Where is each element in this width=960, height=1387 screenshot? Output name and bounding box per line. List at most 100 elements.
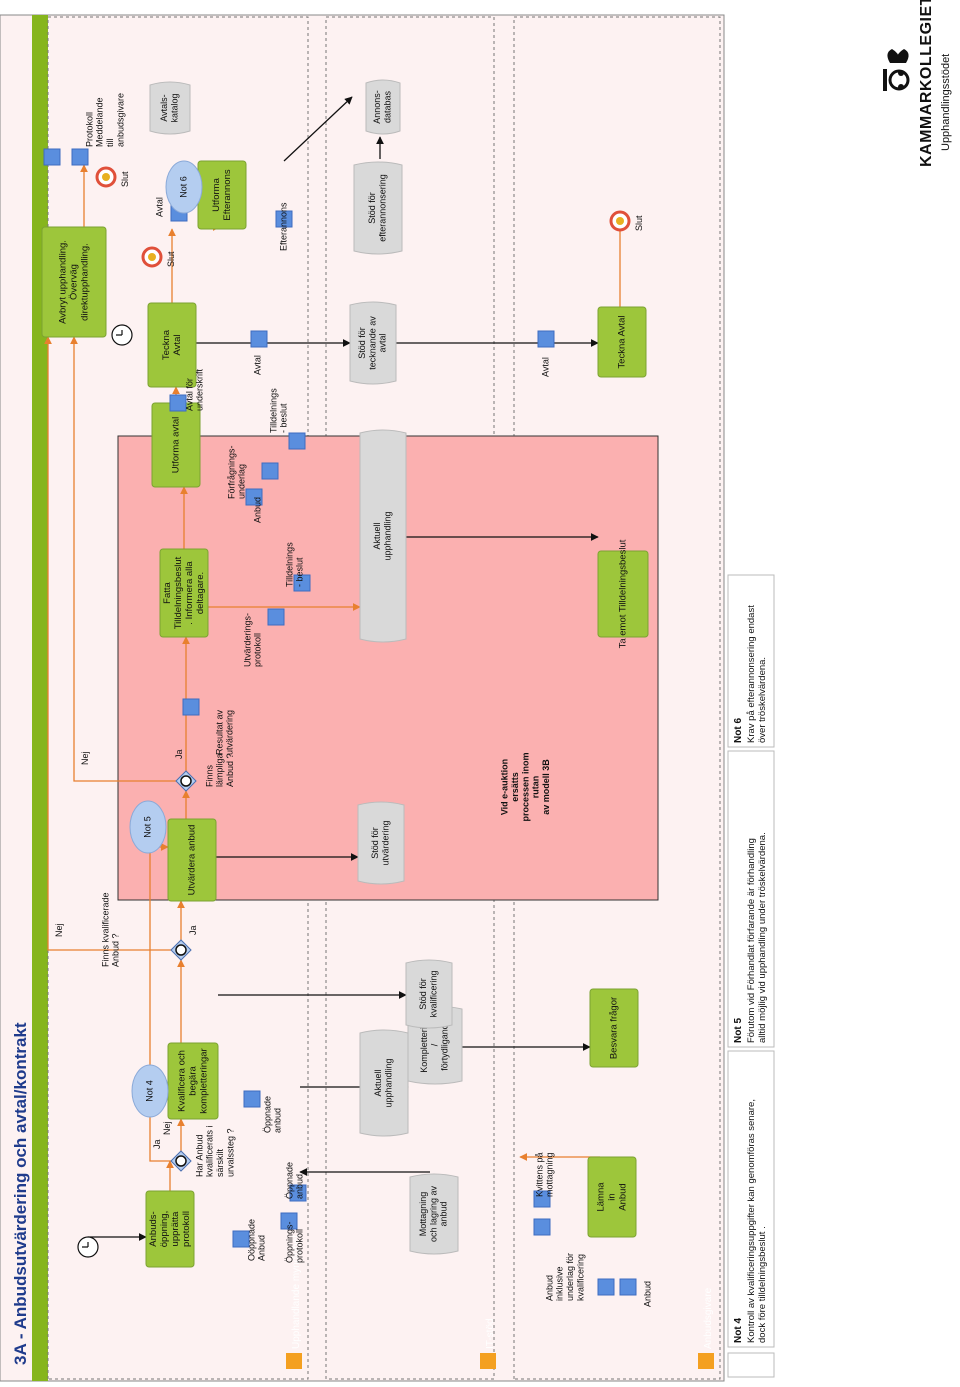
artifact-contract-3: Avtal <box>537 330 555 377</box>
artifact-post-notice: Efterannons <box>275 202 293 251</box>
task-submit-bid-line: Anbud <box>617 1183 628 1210</box>
system-current-2-line: upphandling <box>383 511 393 560</box>
artifact-opened-2-label-line: Öppnade <box>262 1096 272 1133</box>
artifact-award-1-label-line: Tilldelnings <box>284 542 294 587</box>
decision-suitable-bids <box>175 770 197 792</box>
task-post-notice-line: Utforma <box>211 177 222 212</box>
title-bar: 3A - Anbudsutvärdering och avtal/kontrak… <box>11 1022 30 1365</box>
system-receipt-line: Mottagning <box>418 1192 428 1237</box>
decision-label-qualified-separately-line: urvalssteg ? <box>225 1128 235 1177</box>
task-opening-line: upprätta <box>170 1211 181 1247</box>
note-line: alltid möjlig vid upphandling under trös… <box>757 832 768 1043</box>
system-complete-line: förtydligande <box>440 1019 450 1071</box>
task-receive-award-line: Ta emot Tilldelningsbeslut <box>618 539 629 648</box>
artifact-procurement-basis-label-line: Förfrågnings- <box>226 445 236 499</box>
lane-header-strip <box>32 15 48 1381</box>
flow-no2-to-abort <box>70 336 176 782</box>
system-sign-support-line: tecknande av <box>367 316 377 370</box>
eauction-text-line: rutan <box>531 776 541 799</box>
artifact-unopened-label-line: Oöppnade <box>246 1219 256 1261</box>
artifact-opening-protocol-label-line: Öppnings- <box>284 1221 294 1263</box>
system-receipt-line: och lagring av <box>428 1185 438 1242</box>
task-contract: Utforma avtal <box>151 402 201 488</box>
svg-text:Not 4: Not 4 <box>144 1080 154 1102</box>
decision-yes-label: Ja <box>174 749 184 759</box>
artifact-procurement-basis: Förfrågnings-underlag <box>226 445 279 499</box>
end-event-supplier-label: Slut <box>634 215 644 231</box>
artifact-opening-protocol: Öppnings-protokoll <box>280 1212 305 1263</box>
system-complete-line: / <box>429 1043 439 1046</box>
artifact-opening-protocol-label-line: protokoll <box>295 1229 305 1263</box>
flow-notice-to-support <box>283 96 353 162</box>
flow-no-to-abort <box>44 336 171 951</box>
decision-qualified-separately <box>170 1150 192 1172</box>
system-current-1-line: Aktuell <box>373 1069 383 1096</box>
decision-label-suitable-bids-line: lämpliga <box>215 753 225 787</box>
system-eval-support-line: Stöd för <box>370 827 380 859</box>
artifact-award-2: Tilldelnings- beslut <box>268 388 306 450</box>
artifact-opened-1-label-line: anbud <box>295 1174 305 1199</box>
artifact-contract-1: Avtal <box>250 330 268 375</box>
eauction-text-line: processen inom <box>520 752 530 821</box>
task-sign-supplier: Teckna Avtal <box>597 306 647 378</box>
system-receipt-line: anbud <box>439 1201 449 1226</box>
system-ad-db-line: databas <box>383 90 393 123</box>
abort-outputs-label-line: Meddelande <box>95 97 105 147</box>
artifact-bid: Anbud <box>245 488 263 523</box>
note-title: Not 5 <box>733 1018 744 1043</box>
artifact-contract-signing-label-line: underskrift <box>195 368 205 411</box>
system-sign-support-line: Stöd för <box>357 327 367 359</box>
task-answer-questions: Besvara frågor <box>589 988 639 1068</box>
artifact-opened-2-label-line: anbud <box>273 1108 283 1133</box>
note-line: över tröskelvärdena. <box>757 657 768 743</box>
decision-no-label: Nej <box>162 1121 172 1135</box>
artifact-contract-1-label-line: Avtal <box>252 355 262 375</box>
note-title: Not 4 <box>733 1318 744 1343</box>
system-eval-support-line: utvärdering <box>381 820 391 865</box>
end-event-abort: Slut <box>95 166 130 188</box>
artifact-receipt-ack-label-line: mottagning <box>545 1152 555 1197</box>
task-submit-bid-line: Lämna <box>596 1182 607 1212</box>
callout-not6: Not 6 <box>165 160 203 214</box>
brand-logo: KAMMARKOLLEGIET Upphandlingsstödet <box>876 0 960 175</box>
artifact-award-1-label-line: - beslut <box>295 557 305 587</box>
decision-label-suitable-bids-line: Anbud ? <box>225 753 235 787</box>
artifact-contract-signing-label-line: Avtal för <box>184 378 194 411</box>
lane-icon-it <box>480 1353 496 1369</box>
decision-no-label: Nej <box>54 923 64 937</box>
artifact-bid-inclusive-label-line: underlag för <box>565 1253 575 1301</box>
eauction-text-line: av modell 3B <box>541 759 551 815</box>
task-award-line: Fatta <box>162 581 173 603</box>
decision-label-qualified-bids-line: Anbud ? <box>111 933 121 967</box>
abort-outputs-label-line: Protokoll <box>84 112 94 147</box>
system-current-2-line: Aktuell <box>372 522 382 549</box>
artifact-eval-protocol-label-line: protokoll <box>253 633 263 667</box>
artifact-award-1: Tilldelnings- beslut <box>284 542 311 592</box>
lane-icon-supplier <box>698 1353 714 1369</box>
system-catalog: Avtals-katalog <box>149 81 191 135</box>
task-opening-line: öppning, <box>159 1211 170 1247</box>
task-sign-supplier-line: Teckna Avtal <box>617 315 628 368</box>
artifact-award-2-label-line: - beslut <box>279 403 289 433</box>
note-line: dock före tilldelningsbeslut . <box>757 1226 768 1343</box>
task-receive-award: Ta emot Tilldelningsbeslut <box>597 539 649 648</box>
artifact-procurement-basis-label-line: underlag <box>237 464 247 499</box>
system-notice-support-line: Stöd för <box>367 192 377 224</box>
artifact-opened-1-label-line: Öppnade <box>284 1162 294 1199</box>
svg-text:Not 5: Not 5 <box>142 816 152 838</box>
